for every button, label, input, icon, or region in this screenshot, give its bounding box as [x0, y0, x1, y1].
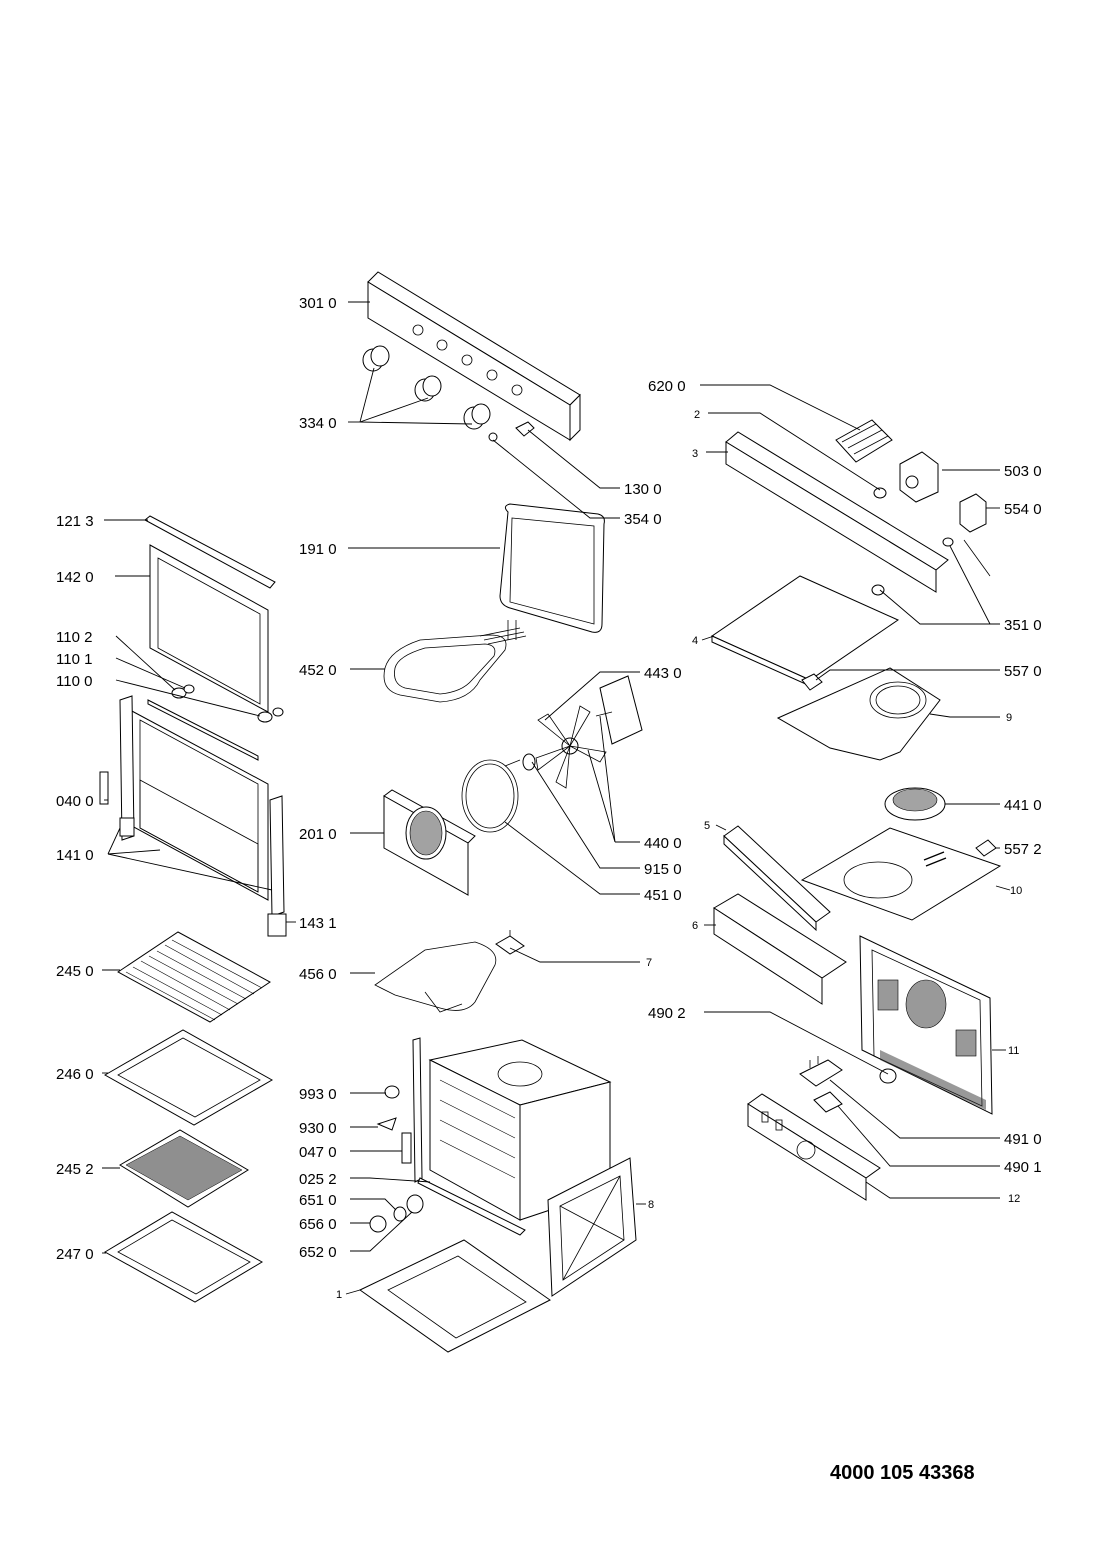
fan-cover-part	[383, 789, 476, 896]
callout-245-2: 245 2	[56, 1161, 94, 1178]
callout-334-0: 334 0	[299, 415, 337, 432]
callout-440-0: 440 0	[644, 835, 682, 852]
drip-tray-part	[103, 1211, 264, 1303]
callout-652-0: 652 0	[299, 1244, 337, 1261]
fan-blade-part	[522, 705, 607, 789]
callout-9: 9	[1006, 712, 1012, 724]
callout-2: 2	[694, 409, 700, 421]
control-panel-part	[367, 271, 581, 442]
callout-656-0: 656 0	[299, 1216, 337, 1233]
callout-12: 12	[1008, 1193, 1020, 1205]
callout-11: 11	[1008, 1045, 1019, 1057]
bottom-element-part	[374, 930, 525, 1013]
grill-grid-part	[119, 1129, 249, 1208]
callout-047-0: 047 0	[299, 1144, 337, 1161]
door-gasket-part	[499, 503, 605, 633]
callout-351-0: 351 0	[1004, 617, 1042, 634]
document-number: 4000 105 43368	[830, 1462, 975, 1484]
callout-451-0: 451 0	[644, 887, 682, 904]
callout-443-0: 443 0	[644, 665, 682, 682]
callout-452-0: 452 0	[299, 662, 337, 679]
callout-245-0: 245 0	[56, 963, 94, 980]
front-control-board-part	[747, 1093, 881, 1201]
callout-930-0: 930 0	[299, 1120, 337, 1137]
callout-201-0: 201 0	[299, 826, 337, 843]
callout-246-0: 246 0	[56, 1066, 94, 1083]
callout-7: 7	[646, 957, 652, 969]
top-plate-part	[800, 827, 1002, 921]
hinge-part	[99, 771, 109, 805]
small-fittings-parts	[369, 1085, 424, 1233]
callout-5: 5	[704, 820, 710, 832]
push-button-part	[879, 1068, 897, 1084]
callout-130-0: 130 0	[624, 481, 662, 498]
wire-rack-part	[117, 931, 271, 1023]
side-frame-part	[547, 1157, 637, 1297]
clip-and-lamp-parts	[488, 421, 535, 442]
callout-993-0: 993 0	[299, 1086, 337, 1103]
hinge-bracket-part	[267, 913, 287, 937]
callout-191-0: 191 0	[299, 541, 337, 558]
callout-8: 8	[648, 1199, 654, 1211]
callout-441-0: 441 0	[1004, 797, 1042, 814]
callout-491-0: 491 0	[1004, 1131, 1042, 1148]
callout-620-0: 620 0	[648, 378, 686, 395]
cooling-fan-part	[884, 787, 946, 821]
timer-part	[873, 451, 939, 503]
callout-025-2: 025 2	[299, 1171, 337, 1188]
callout-915-0: 915 0	[644, 861, 682, 878]
callout-554-0: 554 0	[1004, 501, 1042, 518]
switch-part	[813, 1091, 843, 1113]
callout-121-3: 121 3	[56, 513, 94, 530]
callout-110-2: 110 2	[56, 629, 92, 646]
mounting-rail-part	[725, 431, 949, 593]
cable-clip-part	[801, 673, 823, 691]
fan-duct-plate-part	[776, 667, 941, 761]
callout-1: 1	[336, 1289, 342, 1301]
callout-3: 3	[692, 448, 698, 460]
callout-110-0: 110 0	[56, 673, 92, 690]
callout-142-0: 142 0	[56, 569, 94, 586]
callout-301-0: 301 0	[299, 295, 337, 312]
leader-lines	[102, 301, 1011, 1295]
heat-shield-plate-part	[710, 575, 900, 687]
knob-parts	[362, 345, 491, 430]
callout-456-0: 456 0	[299, 966, 337, 983]
hinge-block-part	[119, 817, 135, 837]
cable-clip-2-part	[975, 839, 997, 857]
callout-490-2: 490 2	[648, 1005, 686, 1022]
grill-element-part	[383, 620, 527, 703]
door-top-trim-part	[144, 515, 276, 589]
callout-6: 6	[692, 920, 698, 932]
rear-panel-part	[859, 935, 993, 1115]
baking-tray-part	[103, 1029, 274, 1126]
callout-110-1: 110 1	[56, 651, 92, 668]
duct-trim-part	[723, 825, 831, 932]
callout-651-0: 651 0	[299, 1192, 337, 1209]
fan-motor-part	[595, 675, 643, 745]
callout-557-0: 557 0	[1004, 663, 1042, 680]
callout-490-1: 490 1	[1004, 1159, 1042, 1176]
callout-labels: 301 0 334 0 130 0 354 0 620 0 2 3 503 0 …	[56, 295, 1042, 1301]
terminal-block-part	[835, 419, 893, 463]
callout-141-0: 141 0	[56, 847, 94, 864]
circular-element-part	[461, 759, 521, 833]
callout-4: 4	[692, 635, 698, 647]
bottom-plate-part	[359, 1239, 551, 1353]
callout-040-0: 040 0	[56, 793, 94, 810]
switch-block-part	[799, 1056, 843, 1087]
callout-143-1: 143 1	[299, 915, 337, 932]
callout-10: 10	[1010, 885, 1022, 897]
callout-247-0: 247 0	[56, 1246, 94, 1263]
inner-door-part	[119, 695, 285, 917]
callout-503-0: 503 0	[1004, 463, 1042, 480]
callout-354-0: 354 0	[624, 511, 662, 528]
callout-557-2: 557 2	[1004, 841, 1042, 858]
washer-parts	[171, 684, 284, 723]
thermostat-part	[942, 493, 991, 577]
